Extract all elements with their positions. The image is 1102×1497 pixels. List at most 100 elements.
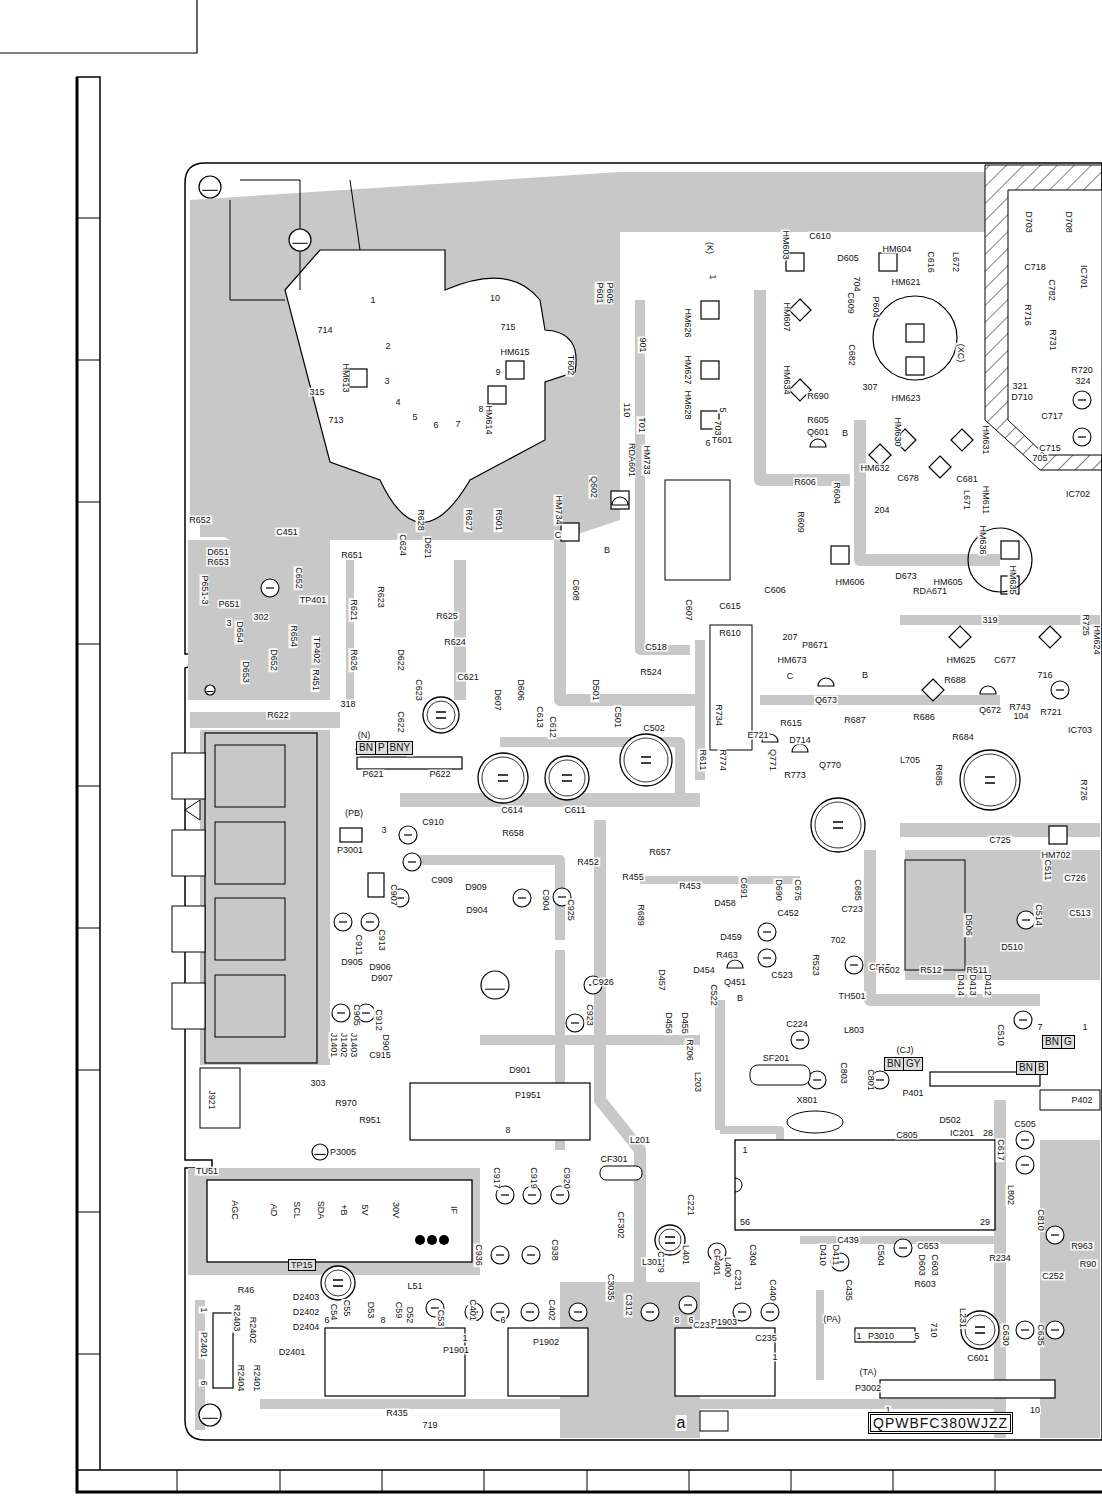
jack-tab xyxy=(172,983,205,1029)
part-label: R725 xyxy=(1081,613,1090,637)
part-label: C617 xyxy=(996,1138,1005,1162)
capacitor-inner xyxy=(325,1270,351,1296)
capacitor-mark xyxy=(813,1079,821,1080)
part-label: C726 xyxy=(1063,874,1087,883)
transformer-t601 xyxy=(665,480,730,580)
copper-trace xyxy=(760,290,850,480)
part-label: C610 xyxy=(808,232,832,241)
part-label: C502 xyxy=(642,724,666,733)
part-label: 3 xyxy=(380,826,387,835)
small-capacitor xyxy=(1046,1321,1064,1339)
capacitor-plates xyxy=(975,1327,985,1333)
part-label: L231 xyxy=(958,1307,967,1329)
copper-area xyxy=(905,850,1100,980)
hole-hatch xyxy=(485,989,505,990)
tag-text: BNY xyxy=(390,742,411,753)
part-label: a xyxy=(676,1415,687,1431)
jack-tab xyxy=(172,753,205,799)
part-label: P402 xyxy=(1070,1096,1093,1105)
part-label: SF201 xyxy=(762,1054,791,1063)
small-capacitor xyxy=(1016,1131,1034,1149)
tuner-pin xyxy=(439,1235,449,1245)
part-label: 3 xyxy=(383,377,390,386)
part-label: SDA xyxy=(316,1200,325,1221)
electrolytic-capacitor xyxy=(961,1311,999,1349)
part-label: R970 xyxy=(334,1099,358,1108)
capacitor-mark xyxy=(496,1254,504,1255)
part-label: C55 xyxy=(342,1299,351,1318)
part-label: C221 xyxy=(686,1193,695,1217)
capacitor-mark xyxy=(1021,1139,1029,1140)
hole-hatch xyxy=(207,691,214,692)
part-label: 302 xyxy=(252,613,269,622)
copper-area xyxy=(190,172,620,540)
part-label: R524 xyxy=(639,668,663,677)
part-label: 29 xyxy=(979,1218,991,1227)
capacitor-mark xyxy=(1021,1329,1029,1330)
part-label: P621 xyxy=(361,770,384,779)
mounting-hole xyxy=(289,229,311,251)
part-label: C435 xyxy=(844,1278,853,1302)
part-label: D906 xyxy=(368,963,392,972)
part-label: C603 xyxy=(930,1253,939,1277)
part-label: C682 xyxy=(847,343,856,367)
small-capacitor xyxy=(1016,1321,1034,1339)
connector-j921 xyxy=(200,1068,240,1128)
part-label: RDA601 xyxy=(627,442,636,478)
part-label: D2401 xyxy=(278,1348,307,1357)
part-label: C810 xyxy=(1036,1208,1045,1232)
capacitor-plates xyxy=(665,1237,675,1243)
part-label: R621 xyxy=(349,598,358,622)
part-label: R604 xyxy=(832,481,841,505)
part-label: HM636 xyxy=(978,524,987,555)
part-label: 702 xyxy=(829,936,846,945)
part-label: C522 xyxy=(709,983,718,1007)
part-label: R626 xyxy=(349,648,358,672)
electrolytic-capacitor xyxy=(321,1266,355,1300)
part-label: C612 xyxy=(548,715,557,739)
part-label: C513 xyxy=(1068,909,1092,918)
part-label: C675 xyxy=(793,878,802,902)
copper-area xyxy=(200,730,330,1065)
part-label: R435 xyxy=(385,1409,409,1418)
part-label: C501 xyxy=(613,705,622,729)
part-label: 303 xyxy=(309,1079,326,1088)
part-label: C913 xyxy=(377,928,386,952)
transformer-outline xyxy=(285,250,576,523)
part-label: R688 xyxy=(943,676,967,685)
part-label: P3005 xyxy=(329,1148,357,1157)
part-label: Q451 xyxy=(723,978,747,987)
part-label: R651 xyxy=(340,551,364,560)
connector-outline xyxy=(410,1083,590,1140)
part-label: TU51 xyxy=(195,1167,219,1176)
part-label: (K) xyxy=(705,241,714,255)
part-label: R773 xyxy=(783,771,807,780)
part-label: TP401 xyxy=(299,596,328,605)
part-label: C803 xyxy=(839,1061,848,1085)
part-label: P2401 xyxy=(199,1331,208,1359)
part-label: C723 xyxy=(840,905,864,914)
part-label: L671 xyxy=(962,489,971,511)
mounting-hole xyxy=(205,685,215,695)
square-pad xyxy=(906,324,924,342)
part-label: C917 xyxy=(492,1166,501,1190)
part-label: 5 xyxy=(718,406,727,413)
part-label: HM607 xyxy=(782,301,791,332)
capacitor-plates xyxy=(641,757,651,763)
part-label: D905 xyxy=(340,958,364,967)
part-label: AGC xyxy=(230,1199,239,1221)
part-label: R690 xyxy=(806,392,830,401)
part-label: R455 xyxy=(621,873,645,882)
electrolytic-capacitor xyxy=(960,750,1020,810)
part-label: HM625 xyxy=(945,656,976,665)
connector-outline xyxy=(325,1328,465,1396)
part-label: 719 xyxy=(421,1421,438,1430)
part-label: D708 xyxy=(1064,210,1073,234)
small-capacitor xyxy=(1046,1226,1064,1244)
part-label: C624 xyxy=(398,533,407,557)
small-capacitor xyxy=(1073,428,1091,446)
square-pad xyxy=(1049,826,1067,844)
part-label: C616 xyxy=(926,250,935,274)
part-label: C518 xyxy=(644,643,668,652)
jack-outline xyxy=(215,745,285,807)
